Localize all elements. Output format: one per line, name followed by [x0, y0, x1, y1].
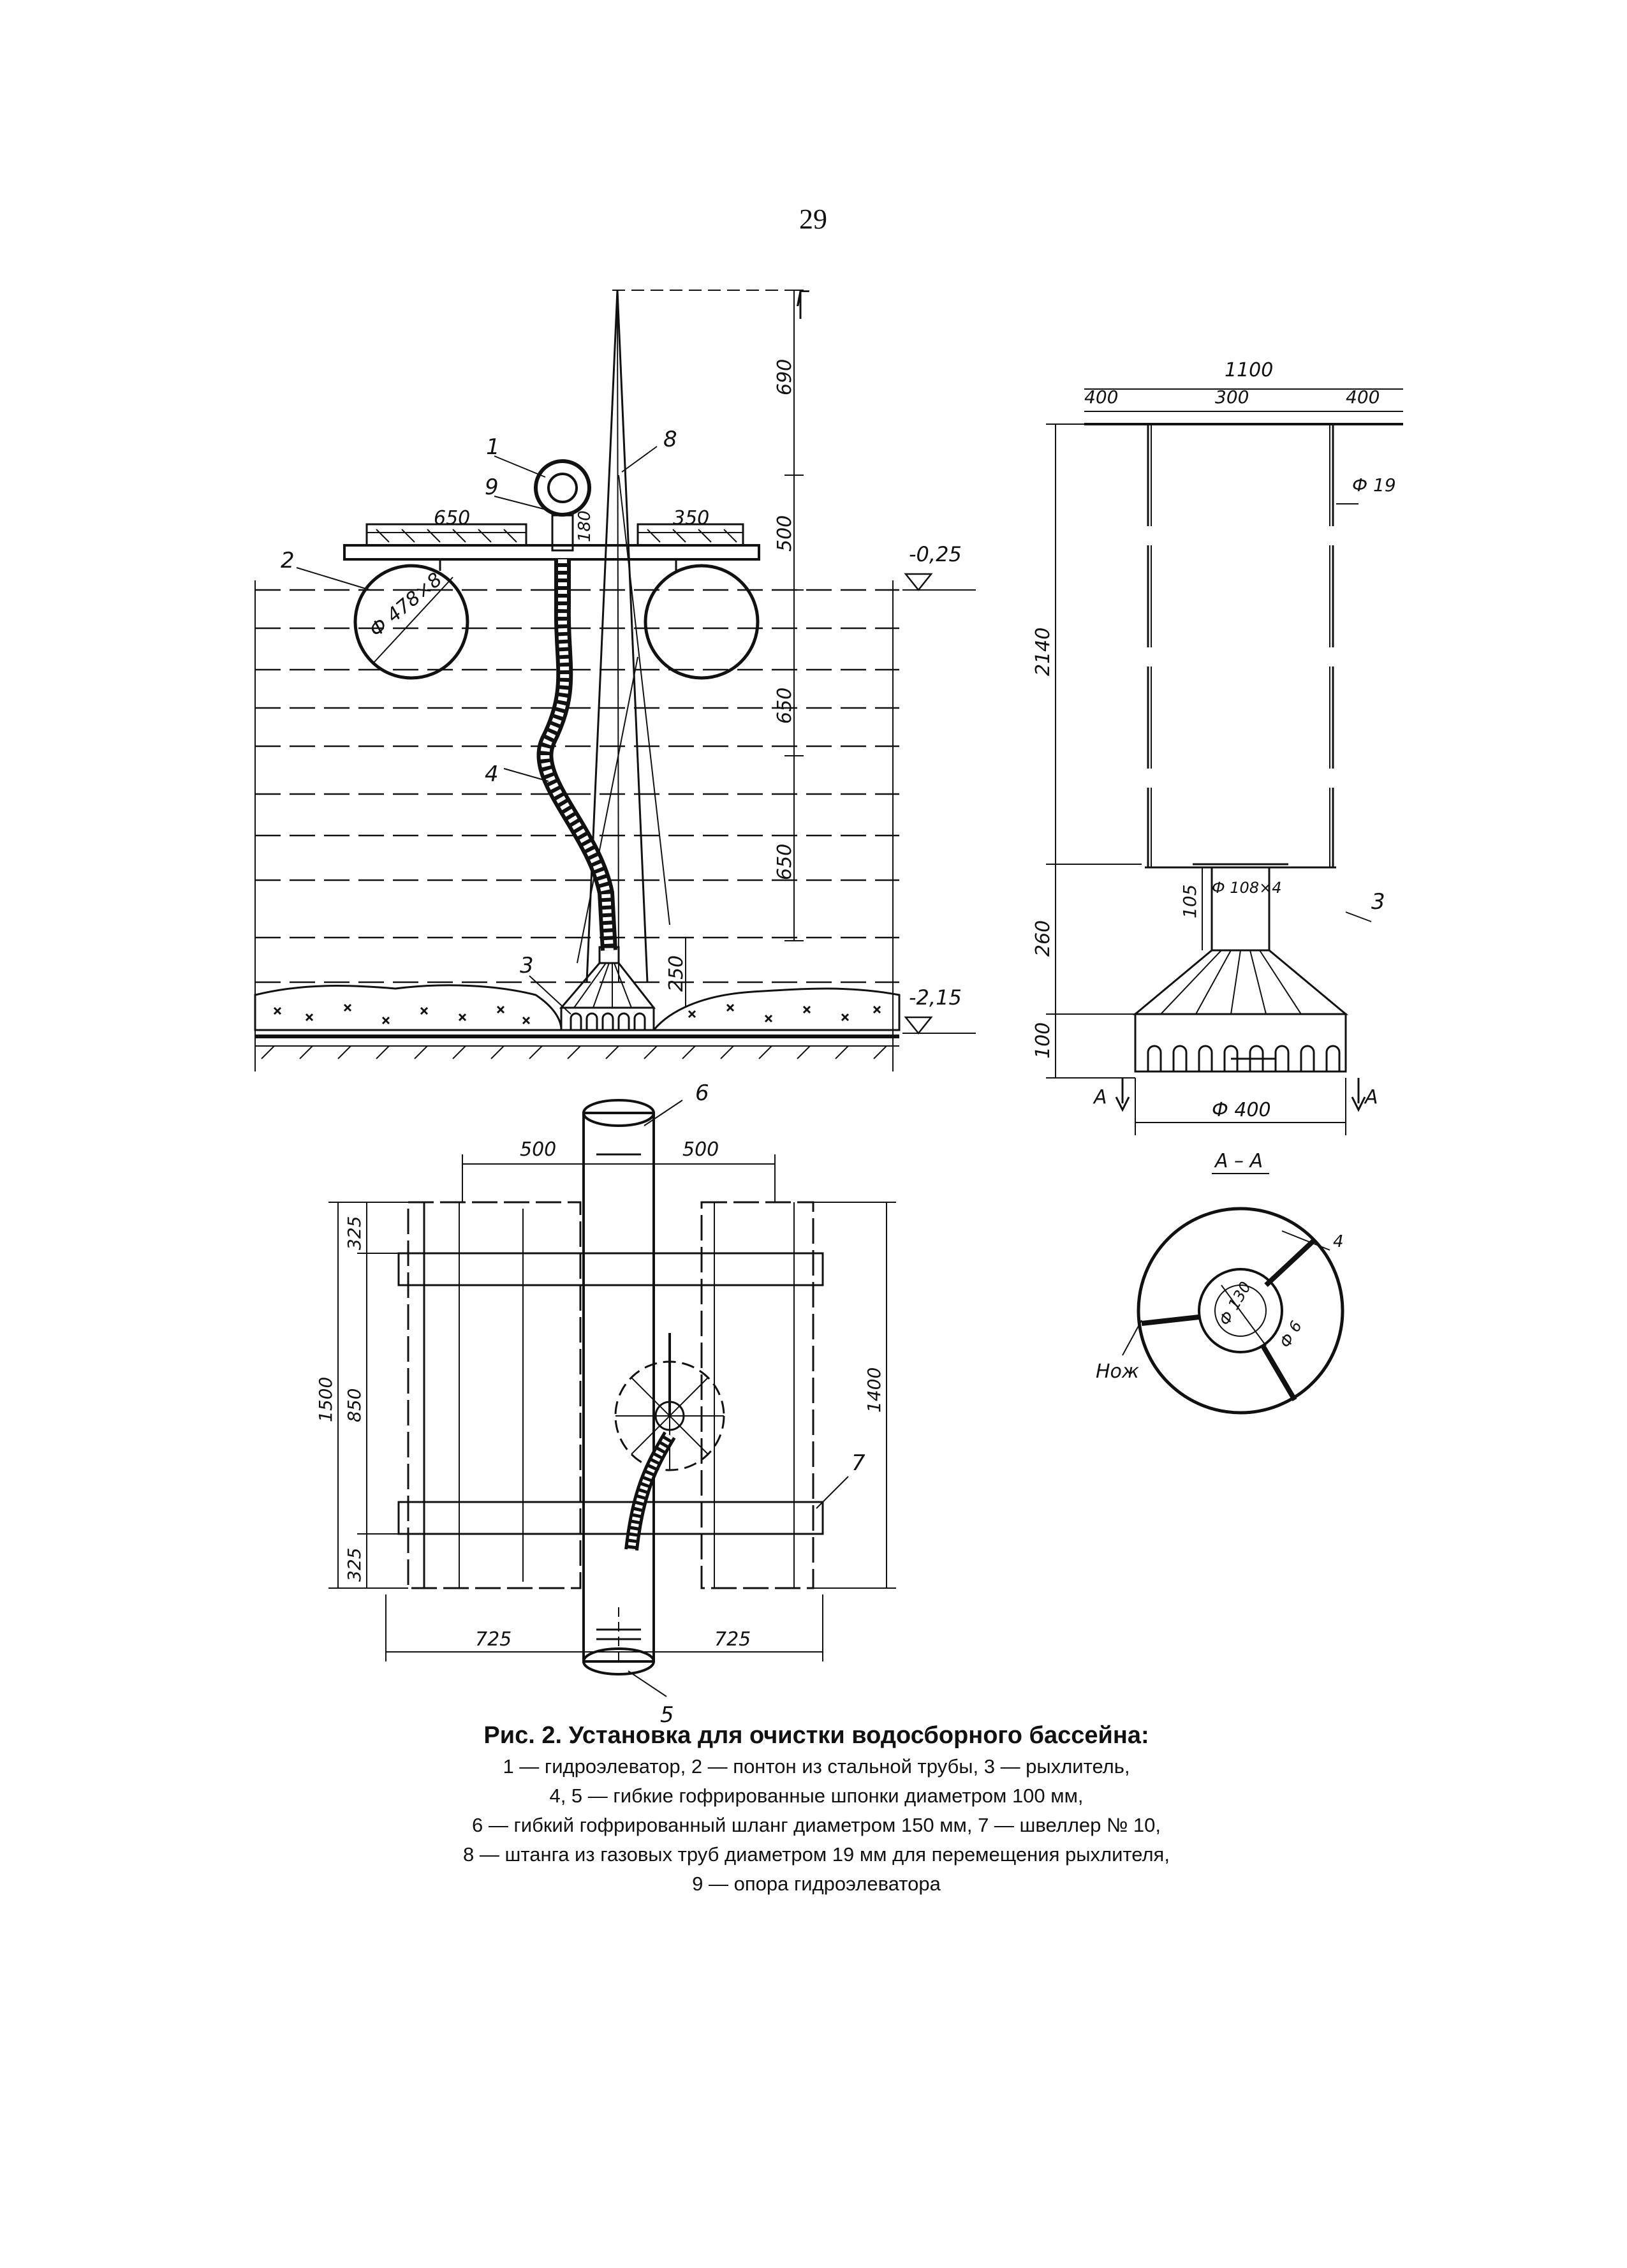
label-4: 4 [485, 762, 499, 787]
pipe-diameter: Ф 108×4 [1212, 879, 1281, 897]
page-number: 29 [799, 203, 827, 235]
caption-line: 6 — гибкий гофрированный шланг диаметром… [472, 1814, 1161, 1836]
section-aa-title: А – А [1214, 1150, 1263, 1172]
dim-500-right: 500 [682, 1138, 719, 1161]
dim-1100: 1100 [1225, 359, 1273, 381]
dim-300: 300 [1215, 387, 1249, 408]
label-1: 1 [486, 434, 500, 460]
dim-180: 180 [575, 510, 594, 542]
dim-850: 850 [344, 1388, 365, 1422]
section-view [254, 290, 976, 1071]
dim-500: 500 [774, 515, 796, 552]
dim-325-bottom: 325 [344, 1548, 365, 1582]
dim-400-left: 400 [1084, 387, 1118, 408]
dim-2140: 2140 [1032, 628, 1054, 676]
dim-500-left: 500 [520, 1138, 556, 1161]
label-3-loosener: 3 [1371, 889, 1385, 915]
base-diameter: Ф 400 [1212, 1099, 1271, 1121]
dim-650-a: 650 [774, 688, 796, 724]
caption-line: 1 — гидроэлеватор, 2 — понтон из стально… [503, 1755, 1130, 1778]
dim-1400: 1400 [864, 1367, 885, 1413]
knife-label: Нож [1096, 1360, 1139, 1383]
label-9: 9 [485, 475, 499, 500]
plan-view [328, 1099, 896, 1697]
dim-725-left: 725 [475, 1628, 512, 1651]
section-mark-right: А [1364, 1086, 1378, 1108]
rod-diameter: Ф 19 [1352, 475, 1396, 496]
cut-mark: Г [796, 286, 810, 312]
pontoon-diameter-label: Ф 478×8 [365, 568, 446, 642]
dim-650-deck: 650 [434, 507, 470, 529]
level-025: -0,25 [909, 542, 962, 566]
label-5: 5 [660, 1702, 674, 1728]
dim-690: 690 [774, 359, 796, 395]
label-7: 7 [851, 1450, 865, 1476]
label-8: 8 [663, 427, 677, 452]
level-215: -2,15 [909, 985, 962, 1010]
label-2: 2 [281, 548, 295, 573]
dim-350-deck: 350 [673, 507, 709, 529]
dim-100: 100 [1032, 1022, 1054, 1059]
label-3: 3 [520, 953, 534, 978]
dim-400-right: 400 [1346, 387, 1380, 408]
dim-1500: 1500 [315, 1377, 336, 1422]
dim-250: 250 [665, 955, 688, 992]
dim-650-b: 650 [774, 844, 796, 880]
caption-line: 8 — штанга из газовых труб диаметром 19 … [463, 1843, 1170, 1866]
dim-105: 105 [1179, 885, 1200, 918]
caption-title: Рис. 2. Установка для очистки водосборно… [483, 1722, 1149, 1749]
dim-260: 260 [1032, 920, 1054, 957]
dim-725-right: 725 [714, 1628, 751, 1651]
dim-325-top: 325 [344, 1216, 365, 1250]
figure-caption: Рис. 2. Установка для очистки водосборно… [319, 1722, 1314, 1899]
section-a-a-view [1122, 1173, 1344, 1415]
label-6: 6 [695, 1080, 709, 1106]
caption-line: 9 — опора гидроэлеватора [692, 1873, 941, 1895]
section-mark-left: А [1093, 1086, 1107, 1108]
caption-line: 4, 5 — гибкие гофрированные шпонки диаме… [549, 1785, 1084, 1807]
loosener-view [1046, 388, 1403, 1135]
dim-4: 4 [1333, 1232, 1344, 1251]
